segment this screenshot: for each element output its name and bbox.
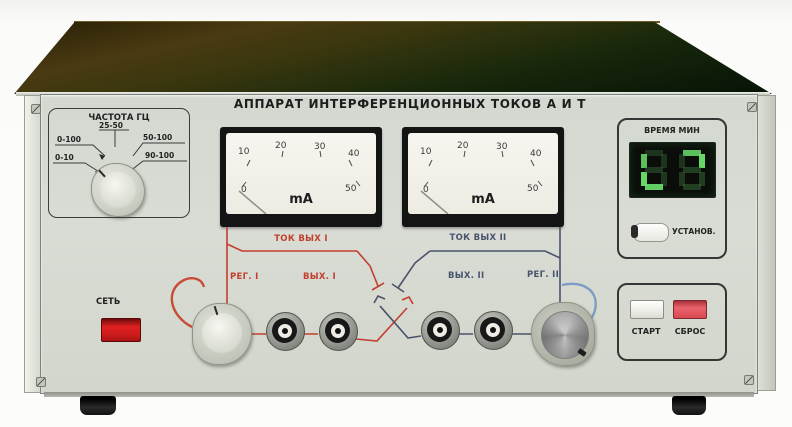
meter-2-tick-0: 0 [423,185,429,195]
meter-1: 10 20 30 40 0 50 mA [220,127,382,227]
frequency-knob-pointer [98,169,106,178]
circuit-1-reg-label: РЕГ. I [230,272,259,282]
seven-segment-digits [641,150,705,190]
reset-label: СБРОС [674,327,706,336]
set-button[interactable] [631,223,669,242]
meter-1-tick-20: 20 [275,141,287,151]
set-button-cap [631,225,638,238]
meter-1-tick-30: 30 [314,142,326,152]
frequency-panel: ЧАСТОТА ГЦ 0-100 25-50 50-100 0-10 90-10… [48,108,190,218]
meter-2-scale-marks [420,150,543,214]
circuit-2-out-label: ВЫХ. II [448,271,485,281]
freq-option-25-50: 25-50 [99,121,123,130]
meter-2-tick-10: 10 [420,147,432,157]
output-2-jack-b[interactable] [474,311,513,350]
rubber-foot-right [672,396,706,415]
timer-title: ВРЕМЯ МИН [644,126,700,135]
set-label: УСТАНОВ. [672,227,716,236]
reg-2-knob-pointer [577,348,587,357]
case-bottom-edge [44,392,754,397]
case-top-surface [14,22,772,94]
frequency-title: ЧАСТОТА ГЦ [88,113,150,123]
freq-option-0-100: 0-100 [57,135,81,144]
meter-2: 10 20 30 40 0 50 mA [402,127,564,227]
meter-1-tick-50: 50 [345,184,357,194]
screw-top-right [747,102,757,112]
control-panel: СТАРТ СБРОС [617,283,727,361]
circuit-2-reg-label: РЕГ. II [527,270,560,280]
circuit-1-out-label: ВЫХ. I [303,272,336,282]
output-1-jack-b[interactable] [319,312,358,351]
freq-option-0-10: 0-10 [55,153,74,162]
circuit-1-current-label: ТОК ВЫХ I [274,234,328,244]
timer-panel: ВРЕМЯ МИН [617,118,727,259]
device-title: АППАРАТ ИНТЕРФЕРЕНЦИОННЫХ ТОКОВ А И Т [233,97,587,111]
screw-bottom-right [744,375,754,385]
meter-2-face: 10 20 30 40 0 50 mA [408,133,558,214]
jack-pin [334,327,341,334]
meter-2-tick-50: 50 [527,184,539,194]
freq-option-50-100: 50-100 [143,133,173,142]
screw-top-left [31,104,41,114]
meter-2-unit: mA [471,192,495,207]
circuit-2-current-label: ТОК ВЫХ II [449,233,507,243]
jack-pin [436,326,443,333]
reg-1-knob[interactable] [192,303,252,365]
meter-2-tick-30: 30 [496,142,508,152]
jack-pin [489,326,496,333]
rubber-foot-left [80,396,116,415]
output-1-jack-a[interactable] [266,312,305,351]
reset-button[interactable] [673,300,707,319]
meter-1-scale-marks [238,150,361,214]
freq-option-90-100: 90-100 [145,151,175,160]
frequency-leader-lines [53,129,187,177]
power-button[interactable] [101,318,141,342]
output-2-jack-a[interactable] [421,311,460,350]
start-label: СТАРТ [631,327,661,336]
meter-2-needle [420,190,449,214]
meter-1-tick-40: 40 [348,149,360,159]
meter-1-needle [238,190,267,214]
reg-2-knob[interactable] [531,302,595,366]
start-button[interactable] [630,300,664,319]
meter-2-tick-20: 20 [457,141,469,151]
frequency-knob-cap [100,172,136,208]
screw-bottom-left [36,377,46,387]
reg-1-knob-cap [202,313,242,353]
meter-1-tick-0: 0 [241,185,247,195]
reg-2-knob-cap [541,311,589,359]
meter-1-tick-10: 10 [238,147,250,157]
jack-pin [281,327,288,334]
meter-1-unit: mA [289,192,313,207]
meter-1-face: 10 20 30 40 0 50 mA [226,133,376,214]
power-label: СЕТЬ [96,297,121,307]
frequency-knob[interactable] [91,163,145,217]
meter-2-tick-40: 40 [530,149,542,159]
timer-display [629,142,716,198]
